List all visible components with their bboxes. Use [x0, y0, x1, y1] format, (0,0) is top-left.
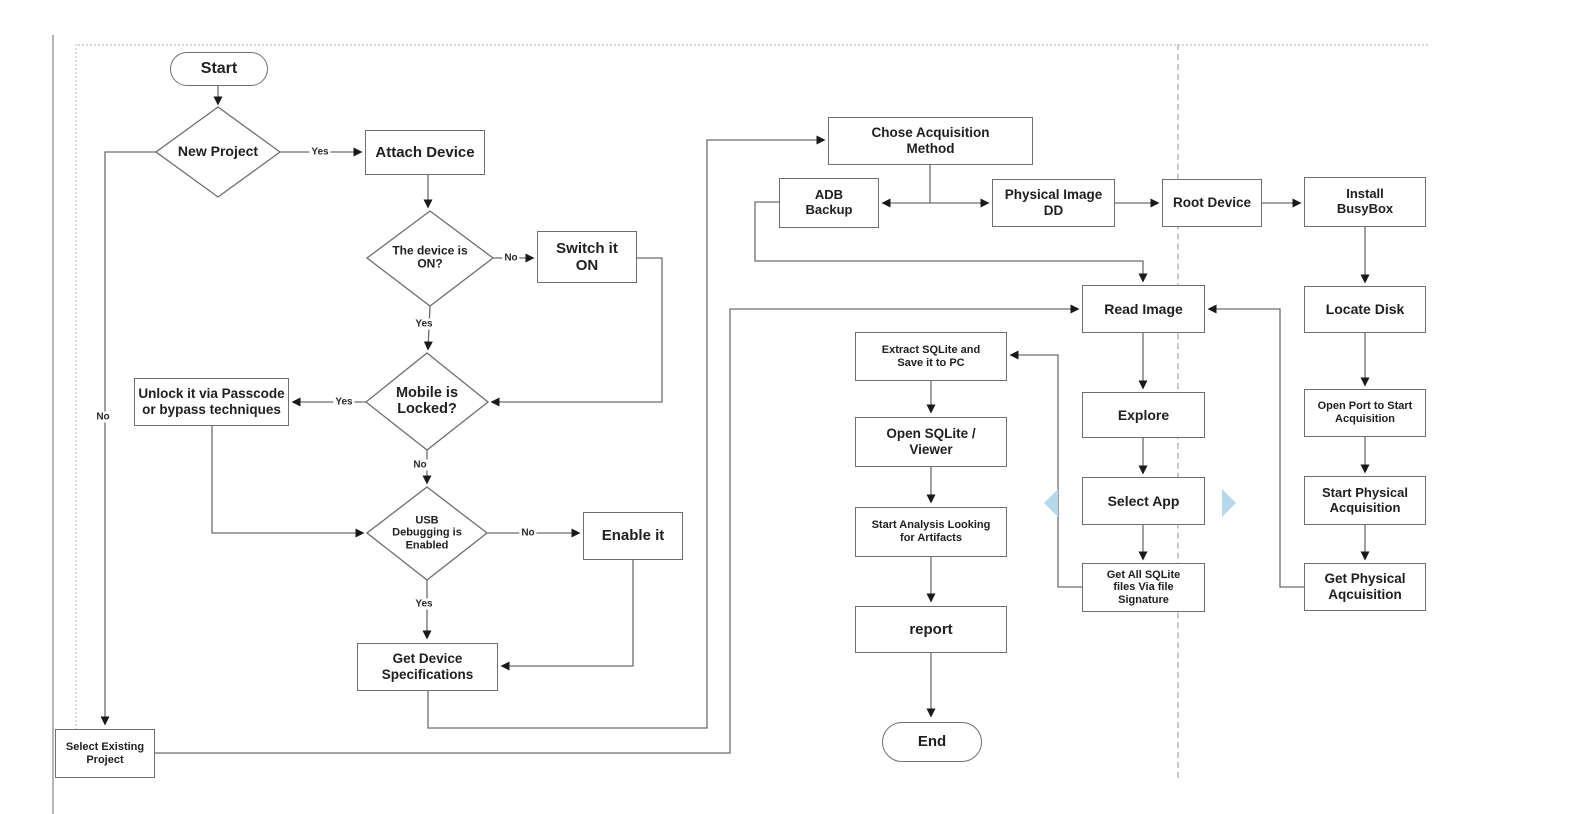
new-project-diamond-shape — [154, 106, 282, 198]
edge-new-project-no-to-select-existing — [100, 151, 156, 726]
node-explore: Explore — [1082, 392, 1205, 438]
edge-label-new-project-no: No — [94, 411, 112, 423]
node-select-existing: Select Existing Project — [55, 729, 155, 778]
page-nav-left-icon — [1044, 489, 1058, 517]
edge-adb-backup-to-read-image — [754, 201, 1148, 283]
node-install-busybox: Install BusyBox — [1304, 177, 1426, 227]
edge-select-existing-to-read-image — [155, 304, 1080, 754]
edge-label-device-on-no: No — [502, 252, 520, 264]
node-attach-device: Attach Device — [365, 130, 485, 175]
edge-get-all-sqlite-to-extract — [1009, 350, 1082, 588]
node-new-project: New Project — [177, 143, 259, 160]
node-start-analysis: Start Analysis Looking for Artifacts — [855, 507, 1007, 557]
page-left-edge-line — [52, 35, 54, 814]
node-read-image: Read Image — [1082, 285, 1205, 333]
edge-label-mobile-locked-no: No — [411, 459, 429, 471]
node-start-physical: Start Physical Acquisition — [1304, 476, 1426, 525]
edge-label-new-project-yes: Yes — [309, 146, 331, 158]
node-start: Start — [170, 52, 268, 86]
node-get-all-sqlite: Get All SQLite files Via file Signature — [1082, 563, 1205, 612]
page-dotted-border-top — [75, 44, 1428, 46]
node-mobile-locked: Mobile is Locked? — [395, 384, 459, 417]
page-nav-right-icon — [1222, 489, 1236, 517]
edge-get-physical-to-read-image — [1207, 304, 1304, 588]
node-open-port: Open Port to Start Acquisition — [1304, 389, 1426, 437]
edge-label-usb-no: No — [519, 527, 537, 539]
node-extract-sqlite: Extract SQLite and Save it to PC — [855, 332, 1007, 381]
node-adb-backup: ADB Backup — [779, 178, 879, 228]
edge-switch-to-mobile-locked — [490, 257, 663, 407]
edge-label-device-on-yes: Yes — [413, 318, 435, 330]
node-root-device: Root Device — [1162, 179, 1262, 227]
node-chose-acquisition: Chose Acquisition Method — [828, 117, 1033, 165]
node-open-sqlite-viewer: Open SQLite / Viewer — [855, 417, 1007, 467]
edge-label-mobile-locked-yes: Yes — [333, 396, 355, 408]
node-get-physical: Get Physical Aqcuisition — [1304, 563, 1426, 611]
node-select-app: Select App — [1082, 477, 1205, 525]
node-report: report — [855, 606, 1007, 653]
node-unlock: Unlock it via Passcode or bypass techniq… — [134, 378, 289, 426]
node-enable-it: Enable it — [583, 512, 683, 560]
node-usb-debugging: USB Debugging is Enabled — [392, 514, 462, 552]
node-locate-disk: Locate Disk — [1304, 286, 1426, 333]
node-end: End — [882, 722, 982, 762]
edge-get-specs-to-chose-acquisition — [427, 135, 826, 729]
node-get-device-specs: Get Device Specifications — [357, 643, 498, 691]
node-switch-it-on: Switch it ON — [537, 231, 637, 283]
node-physical-image-dd: Physical Image DD — [992, 179, 1115, 227]
edge-enable-to-get-specs — [500, 560, 634, 671]
edge-unlock-to-usb — [211, 426, 365, 538]
node-device-on: The device is ON? — [392, 243, 468, 271]
edge-label-usb-yes: Yes — [413, 598, 435, 610]
page-dotted-border-left — [75, 44, 77, 770]
